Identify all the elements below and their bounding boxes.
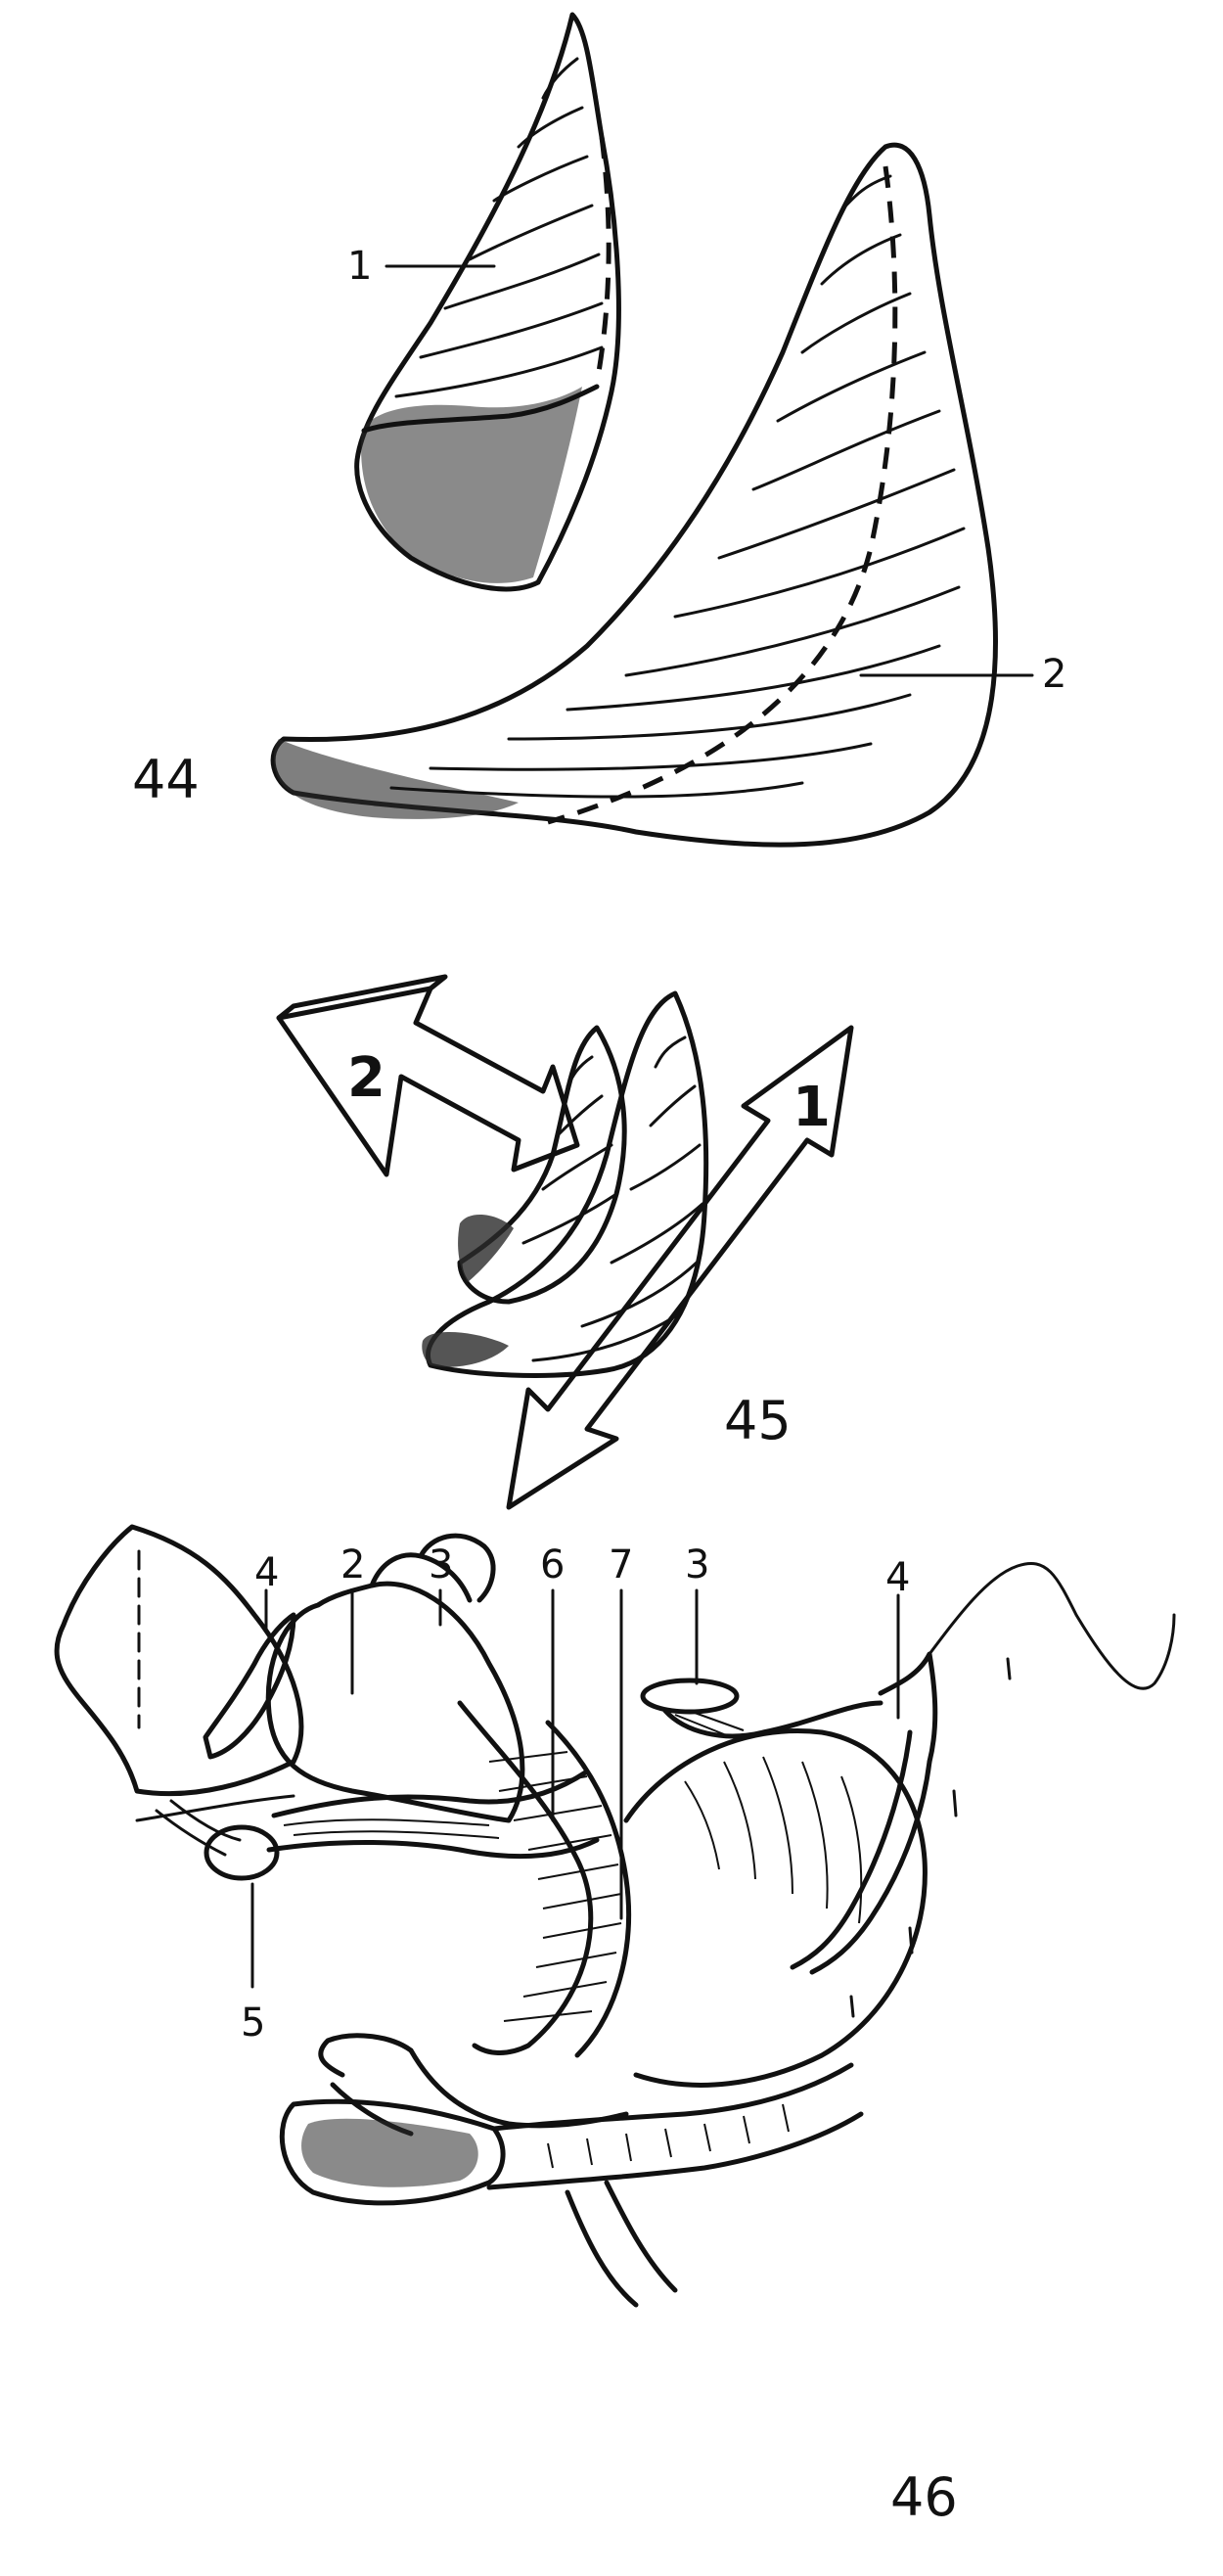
fig46-central-band	[457, 1700, 631, 2058]
fig46-label-3-right: 3	[685, 1542, 709, 1587]
fig44-label-1: 1	[347, 244, 372, 289]
fig46-label-2: 2	[340, 1542, 365, 1587]
fig44-label-2: 2	[1042, 652, 1066, 697]
figure-44: 1 2 44	[132, 12, 1066, 848]
fig46-lobe-striations	[684, 1756, 863, 1924]
fig46-left-block	[54, 1524, 304, 1881]
fig46-label-4-left: 4	[254, 1550, 279, 1595]
figure-46: 4 2 3 6 7 3 4 5 46	[54, 1524, 1176, 2528]
fig44-large-piece: 2	[270, 142, 1066, 848]
fig45-ribs	[521, 1035, 704, 1362]
fig45-arrow-label-2: 2	[347, 1046, 385, 1110]
fig46-right-knob	[640, 1678, 883, 1739]
fig46-central-mass	[265, 1533, 525, 1823]
fig46-right-ribbon	[790, 1562, 1176, 2018]
fig46-right-lobe	[623, 1728, 928, 2088]
fig45-pieces	[422, 990, 709, 1378]
fig46-label-5: 5	[241, 2001, 265, 2046]
fig46-lower-hatches	[547, 2103, 790, 2169]
fig46-label-3-left: 3	[429, 1542, 453, 1587]
fig44-small-ribs	[394, 57, 604, 398]
fig44-number: 44	[132, 749, 200, 810]
fig46-lower-section	[279, 2033, 864, 2308]
fig45-arrow-label-1: 1	[793, 1076, 831, 1139]
fig45-number: 45	[724, 1390, 792, 1451]
fig46-label-6: 6	[540, 1542, 565, 1587]
fig46-leaders	[137, 1549, 900, 1989]
fig44-large-ribs	[389, 174, 966, 799]
fig45-arrow-1: 1	[506, 1025, 854, 1510]
fig46-label-4-right: 4	[885, 1555, 910, 1600]
fig46-band-striations	[488, 1751, 622, 2022]
fig46-label-7: 7	[609, 1542, 633, 1587]
fig44-small-piece: 1	[347, 12, 621, 592]
figure-45: 2 1 45	[276, 974, 854, 1510]
fig45-arrow-2: 2	[276, 974, 580, 1177]
fig46-number: 46	[890, 2466, 958, 2528]
